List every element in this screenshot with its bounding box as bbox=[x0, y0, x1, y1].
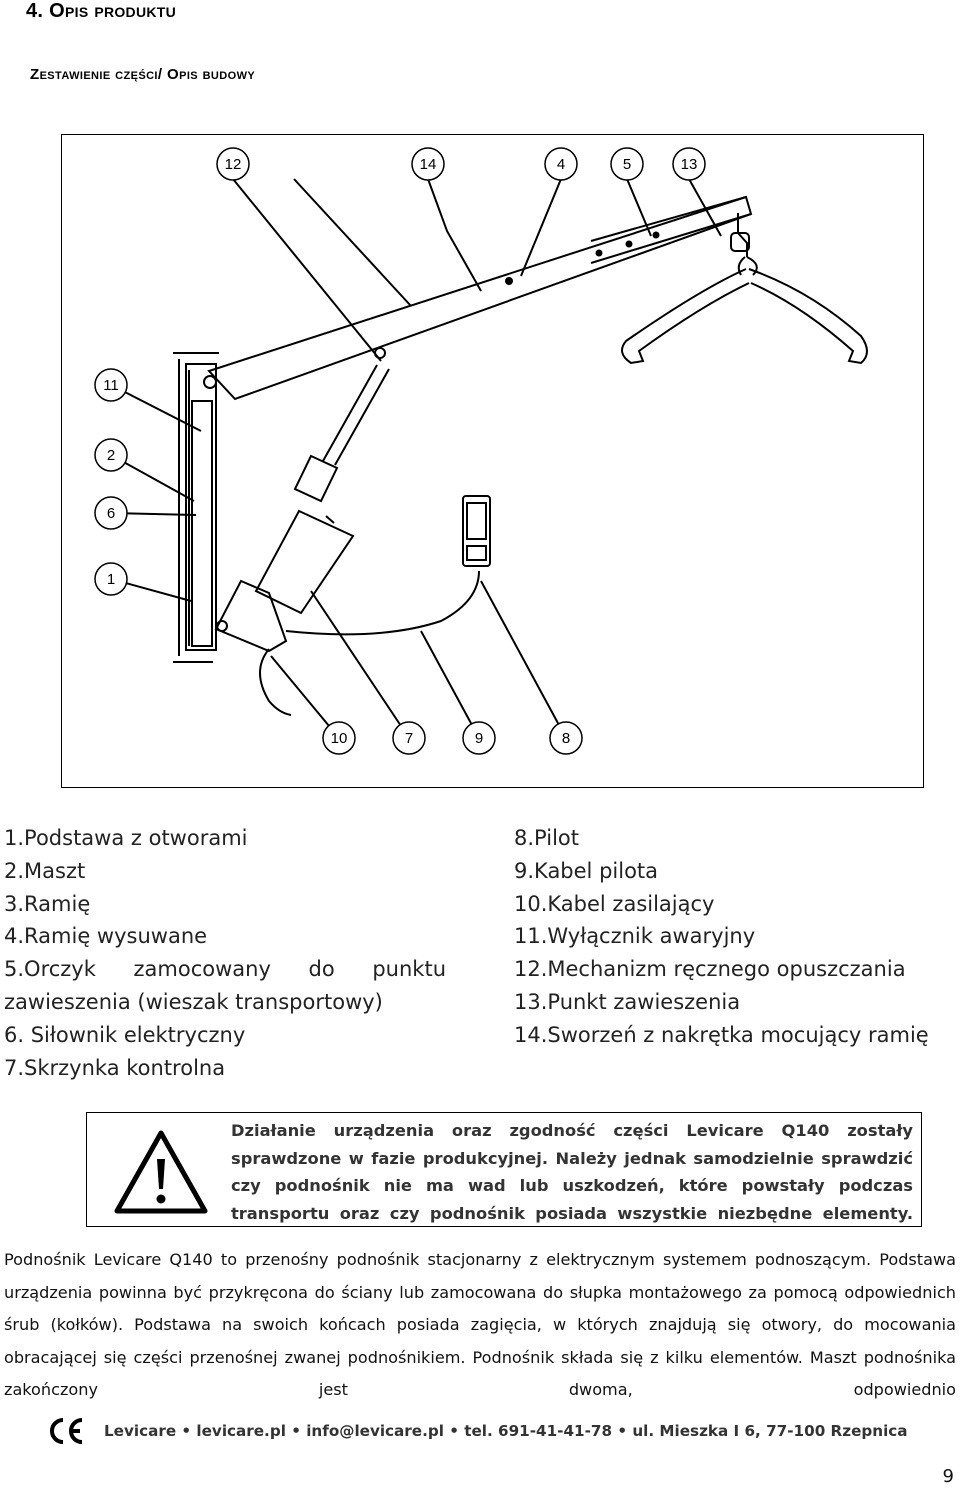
callout-12: 12 bbox=[216, 147, 250, 181]
part-item: 13.Punkt zawieszenia bbox=[514, 989, 741, 1014]
callout-8: 8 bbox=[549, 721, 583, 755]
callout-9-label: 9 bbox=[475, 730, 483, 747]
callout-9: 9 bbox=[462, 721, 496, 755]
callout-4: 4 bbox=[544, 147, 578, 181]
callout-14: 14 bbox=[411, 147, 445, 181]
part-item: 4.Ramię wysuwane bbox=[4, 924, 208, 949]
footer: Levicare • levicare.pl • info@levicare.p… bbox=[46, 1415, 946, 1447]
callout-1-label: 1 bbox=[107, 571, 115, 588]
callout-5-label: 5 bbox=[623, 156, 631, 173]
page-number: 9 bbox=[942, 1466, 954, 1487]
callout-6: 6 bbox=[94, 496, 128, 530]
callout-10: 10 bbox=[322, 721, 356, 755]
callout-13-label: 13 bbox=[681, 156, 698, 173]
section-heading: 4. Opis produktu bbox=[26, 0, 177, 22]
warning-text: Działanie urządzenia oraz zgodność częśc… bbox=[231, 1121, 913, 1223]
callout-5: 5 bbox=[610, 147, 644, 181]
callout-2-label: 2 bbox=[107, 447, 115, 464]
part-word: do bbox=[308, 957, 335, 982]
part-word: 5.Orczyk bbox=[4, 957, 96, 982]
part-item: 5.Orczyk zamocowany do punktu bbox=[4, 953, 446, 986]
parts-list-left: 1.Podstawa z otworami 2.Maszt 3.Ramię 4.… bbox=[4, 822, 446, 1084]
warning-box: Działanie urządzenia oraz zgodność częśc… bbox=[86, 1112, 922, 1227]
callout-7: 7 bbox=[392, 721, 426, 755]
part-item: 2.Maszt bbox=[4, 858, 86, 883]
callout-markers: 12 14 4 5 13 11 2 6 1 10 7 9 8 bbox=[94, 147, 706, 755]
callout-11-label: 11 bbox=[103, 377, 119, 394]
part-item: 11.Wyłącznik awaryjny bbox=[514, 924, 756, 949]
callout-8-label: 8 bbox=[562, 730, 570, 747]
callout-6-label: 6 bbox=[107, 505, 115, 522]
part-word: zamocowany bbox=[133, 957, 271, 982]
callout-2: 2 bbox=[94, 438, 128, 472]
callout-13: 13 bbox=[672, 147, 706, 181]
warning-triangle-icon bbox=[114, 1130, 208, 1214]
part-item: 7.Skrzynka kontrolna bbox=[4, 1055, 226, 1080]
product-description: Podnośnik Levicare Q140 to przenośny pod… bbox=[4, 1250, 956, 1399]
part-item: 6. Siłownik elektryczny bbox=[4, 1022, 246, 1047]
callout-1: 1 bbox=[94, 562, 128, 596]
footer-contact: Levicare • levicare.pl • info@levicare.p… bbox=[104, 1422, 908, 1440]
callout-7-label: 7 bbox=[405, 730, 413, 747]
lift-diagram: 12 14 4 5 13 11 2 6 1 10 7 9 8 bbox=[61, 134, 924, 788]
ce-mark-icon bbox=[50, 1418, 83, 1444]
part-item: 1.Podstawa z otworami bbox=[4, 826, 248, 850]
part-item: 10.Kabel zasilający bbox=[514, 891, 715, 916]
part-item: 8.Pilot bbox=[514, 826, 579, 850]
sub-heading: Zestawienie części/ Opis budowy bbox=[30, 66, 256, 83]
part-item: zawieszenia (wieszak transportowy) bbox=[4, 989, 383, 1014]
callout-4-label: 4 bbox=[557, 156, 565, 173]
callout-10-label: 10 bbox=[331, 730, 348, 747]
callout-14-label: 14 bbox=[420, 156, 437, 173]
callout-12-label: 12 bbox=[225, 156, 242, 173]
parts-list-right: 8.Pilot 9.Kabel pilota 10.Kabel zasilają… bbox=[514, 822, 944, 1052]
part-item: 12.Mechanizm ręcznego opuszczania bbox=[514, 957, 906, 982]
part-item: 3.Ramię bbox=[4, 891, 91, 916]
part-word: punktu bbox=[372, 957, 446, 982]
part-item: 14.Sworzeń z nakrętka mocujący ramię bbox=[514, 1022, 929, 1047]
part-item: 9.Kabel pilota bbox=[514, 858, 659, 883]
callout-11: 11 bbox=[94, 368, 128, 402]
